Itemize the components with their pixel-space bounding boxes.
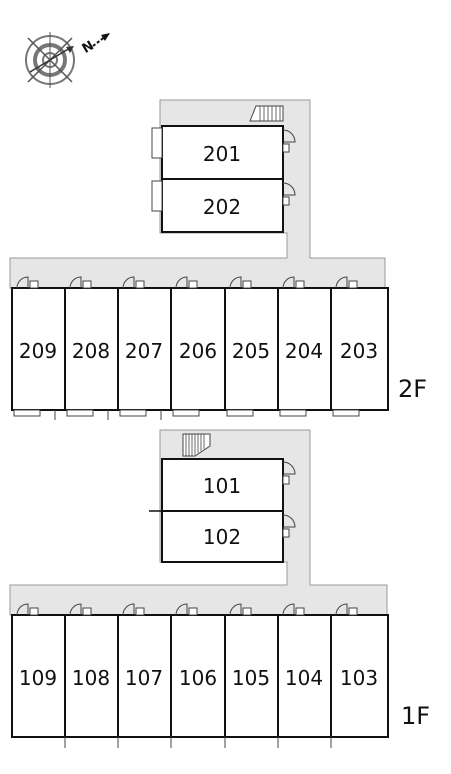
unit-208-label: 208 bbox=[72, 339, 110, 363]
unit-108-label: 108 bbox=[72, 666, 110, 690]
unit-107-label: 107 bbox=[125, 666, 163, 690]
balcony bbox=[13, 409, 360, 420]
floor-1f: 101 102 bbox=[9, 429, 430, 748]
unit-201-label: 201 bbox=[203, 142, 241, 166]
unit-103-label: 103 bbox=[340, 666, 378, 690]
unit-101 bbox=[161, 458, 284, 512]
unit-104-label: 104 bbox=[285, 666, 323, 690]
floor-label-1f: 1F bbox=[401, 702, 430, 730]
unit-205-label: 205 bbox=[232, 339, 270, 363]
unit-106-label: 106 bbox=[179, 666, 217, 690]
door-icon bbox=[282, 461, 296, 538]
wall-tick bbox=[64, 737, 332, 748]
unit-102 bbox=[161, 510, 284, 563]
unit-row bbox=[11, 287, 389, 411]
floor-label-2f: 2F bbox=[398, 375, 427, 403]
unit-203-label: 203 bbox=[340, 339, 378, 363]
north-label: N bbox=[80, 38, 97, 56]
unit-109-label: 109 bbox=[19, 666, 57, 690]
stairs-icon bbox=[182, 433, 211, 457]
balcony bbox=[151, 127, 163, 212]
door-icon bbox=[16, 603, 358, 616]
unit-204-label: 204 bbox=[285, 339, 323, 363]
door-icon bbox=[16, 276, 358, 289]
unit-207-label: 207 bbox=[125, 339, 163, 363]
compass-icon bbox=[25, 32, 75, 88]
unit-row bbox=[11, 614, 389, 738]
north-indicator: N bbox=[80, 33, 110, 57]
stairs-icon bbox=[249, 105, 284, 122]
floor-2f: 201 202 bbox=[9, 99, 427, 420]
unit-102-label: 102 bbox=[203, 525, 241, 549]
unit-209-label: 209 bbox=[19, 339, 57, 363]
unit-202-label: 202 bbox=[203, 195, 241, 219]
door-icon bbox=[282, 129, 296, 206]
unit-101-label: 101 bbox=[203, 474, 241, 498]
unit-105-label: 105 bbox=[232, 666, 270, 690]
unit-206-label: 206 bbox=[179, 339, 217, 363]
